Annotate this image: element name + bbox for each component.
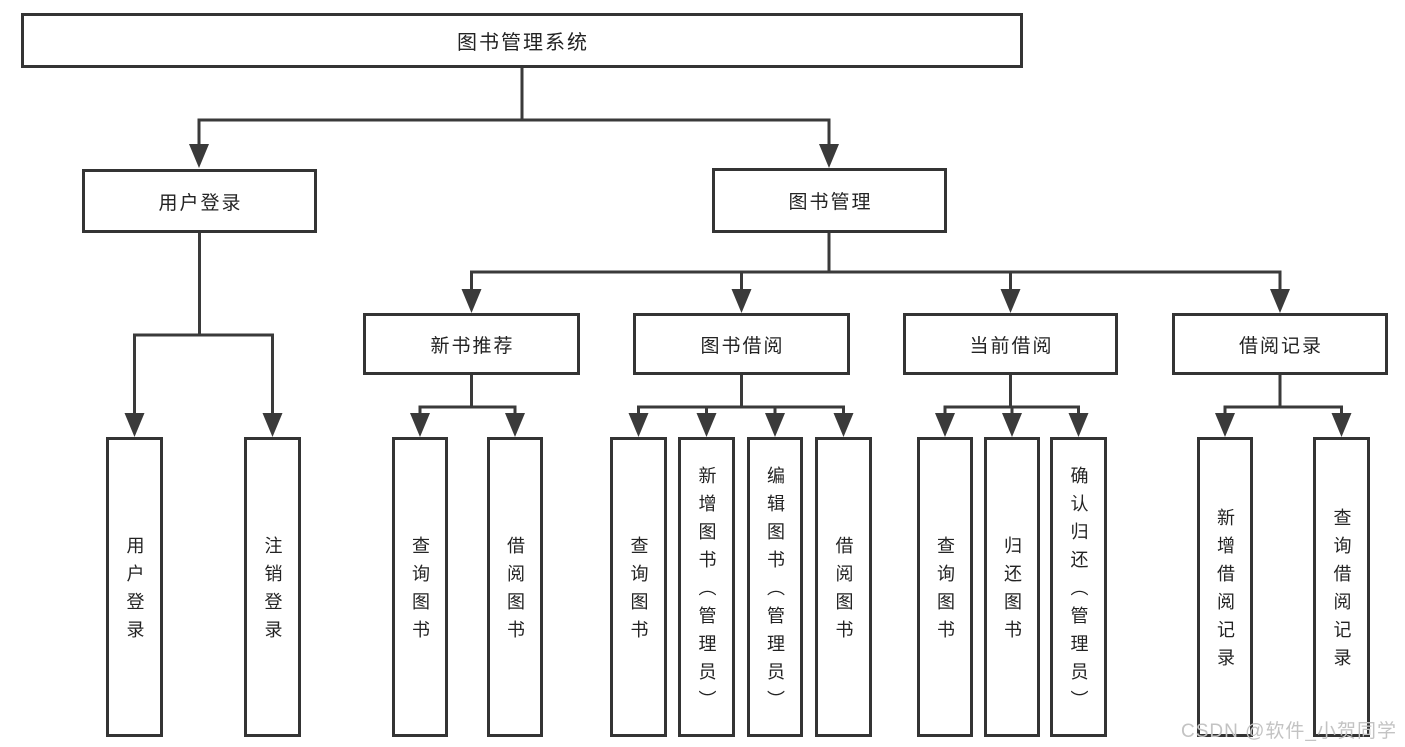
arrowhead-icon: [1331, 413, 1352, 437]
node-label: 图书管理: [788, 192, 873, 213]
node-label: 借阅图书: [505, 536, 525, 648]
leaf-query-borrow-record: 查询借阅记录: [1313, 437, 1370, 737]
node-label: 查询图书: [935, 536, 955, 648]
node-label: 编辑图书（管理员）: [765, 466, 785, 718]
leaf-edit-book-admin: 编辑图书（管理员）: [747, 437, 803, 737]
leaf-query-books-borrow: 查询图书: [610, 437, 667, 737]
arrowhead-icon: [1068, 413, 1089, 437]
node-label: 图书借阅: [700, 335, 785, 357]
arrowhead-icon: [124, 413, 145, 437]
connector-new-books-branch: [418, 373, 517, 422]
connector-book-borrow-branch: [637, 373, 845, 422]
arrowhead-icon: [935, 413, 955, 437]
arrowhead-icon: [833, 413, 854, 437]
leaf-query-books-current: 查询图书: [917, 437, 973, 737]
node-label: 借阅图书: [833, 536, 854, 648]
arrowhead-icon: [505, 413, 525, 437]
node-label: 注销登录: [262, 536, 283, 648]
leaf-query-books-recommend: 查询图书: [392, 437, 448, 737]
connector-user-login-branch: [133, 231, 274, 422]
csdn-watermark: CSDN @软件_小贺同学: [1181, 721, 1397, 742]
node-library-system: 图书管理系统: [21, 13, 1023, 68]
arrowhead-icon: [1000, 289, 1021, 313]
node-user-login: 用户登录: [82, 169, 317, 233]
arrowhead-icon: [410, 413, 430, 437]
node-borrowing-records: 借阅记录: [1172, 313, 1388, 375]
arrowhead-icon: [696, 413, 717, 437]
arrowhead-icon: [628, 413, 649, 437]
node-label: 用户登录: [158, 192, 243, 214]
node-label: 查询借阅记录: [1331, 508, 1352, 676]
node-label: 图书管理系统: [457, 32, 589, 54]
leaf-borrow-books-recommend: 借阅图书: [487, 437, 543, 737]
node-label: 新增图书（管理员）: [696, 466, 717, 718]
connector-root-branch: [197, 66, 831, 152]
arrowhead-icon: [1215, 413, 1235, 437]
node-label: 查询图书: [410, 536, 430, 648]
node-label: 归还图书: [1002, 536, 1022, 648]
node-label: 用户登录: [124, 536, 145, 648]
node-label: 查询图书: [628, 536, 649, 648]
node-current-borrowing: 当前借阅: [903, 313, 1118, 375]
connector-borrow-records-branch: [1223, 373, 1343, 422]
arrowhead-icon: [461, 289, 482, 313]
leaf-add-book-admin: 新增图书（管理员）: [678, 437, 735, 737]
node-book-management: 图书管理: [712, 168, 947, 233]
node-label: 确认归还（管理员）: [1068, 466, 1089, 718]
leaf-return-book: 归还图书: [984, 437, 1040, 737]
arrowhead-icon: [765, 413, 785, 437]
node-label: 新增借阅记录: [1215, 508, 1235, 676]
arrowhead-icon: [1002, 413, 1022, 437]
node-book-borrowing: 图书借阅: [633, 313, 850, 375]
connector-book-mgmt-branch: [470, 231, 1282, 298]
leaf-add-borrow-record: 新增借阅记录: [1197, 437, 1253, 737]
arrowhead-icon: [819, 144, 839, 168]
node-label: 新书推荐: [430, 335, 515, 357]
arrowhead-icon: [1270, 289, 1290, 313]
arrowhead-icon: [731, 289, 752, 313]
leaf-borrow-books: 借阅图书: [815, 437, 872, 737]
arrowhead-icon: [262, 413, 283, 437]
node-new-book-recommendation: 新书推荐: [363, 313, 580, 375]
node-label: 借阅记录: [1238, 335, 1323, 357]
leaf-confirm-return-admin: 确认归还（管理员）: [1050, 437, 1107, 737]
leaf-user-login: 用户登录: [106, 437, 163, 737]
leaf-logout: 注销登录: [244, 437, 301, 737]
arrowhead-icon: [189, 144, 209, 168]
node-label: 当前借阅: [969, 335, 1054, 357]
